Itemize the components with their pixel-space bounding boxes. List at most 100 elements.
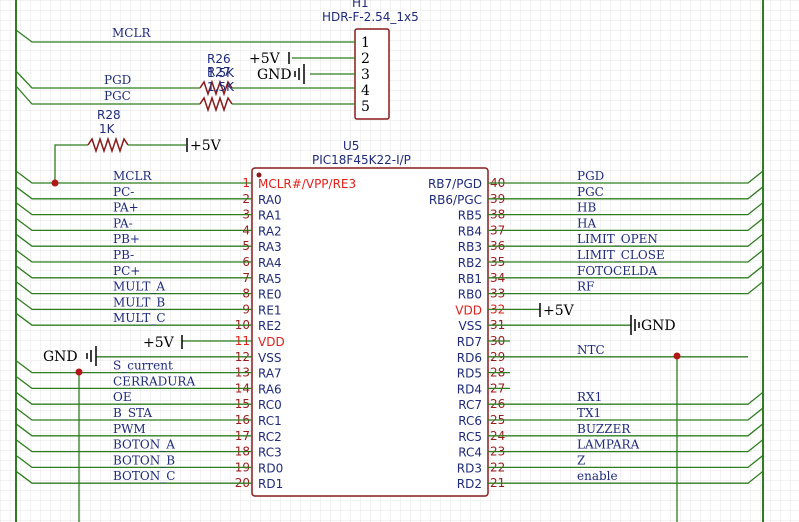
pin-name: RB7/PGD: [428, 177, 482, 191]
connector-net-mclr: MCLR: [112, 26, 151, 40]
ic-gnd-right-label: GND: [641, 318, 676, 334]
net-label: HB: [577, 201, 596, 215]
pin-name: RB0: [458, 288, 482, 302]
net-label: MULT_A: [113, 280, 165, 294]
net-label: PC+: [113, 264, 140, 278]
net-label: LAMPARA: [577, 438, 640, 452]
net-label: FOTOCELDA: [577, 264, 658, 278]
bus-lines: [15, 0, 764, 522]
connector-value: HDR-F-2.54_1x5: [322, 10, 419, 24]
junction-gnd: [75, 368, 83, 376]
net-label: BUZZER: [577, 422, 631, 436]
ic-vdd-left-symbol: +5V: [143, 335, 183, 351]
connector-net-pgc: PGC: [104, 89, 131, 103]
connector-vcc-label: +5V: [249, 51, 281, 67]
net-label: PB+: [113, 232, 140, 246]
net-label: BOTON_A: [113, 438, 175, 452]
resistor-r28[interactable]: +5V R28 1K: [54, 108, 222, 183]
pin-name: RA0: [258, 193, 282, 207]
connector-pin-5: 5: [361, 99, 370, 115]
ic-gnd-left-label: GND: [43, 349, 78, 365]
pin-name: RD1: [258, 477, 283, 491]
connector-ref: H1: [352, 0, 369, 10]
connector-net-pgd: PGD: [104, 73, 131, 87]
net-label: LIMIT_CLOSE: [577, 248, 665, 262]
pin-name: RD3: [457, 461, 482, 475]
net-label: MULT_C: [113, 311, 166, 325]
net-label: LIMIT_OPEN: [577, 232, 658, 246]
net-label: PA-: [113, 216, 133, 230]
net-label: CERRADURA: [113, 374, 195, 388]
net-label: Z: [577, 453, 585, 467]
ic-right-pins: 40RB7/PGDPGD39RB6/PGCPGC38RB5HB37RB4HA36…: [428, 169, 764, 491]
pin-name: RC0: [258, 398, 282, 412]
connector-power: +5V GND MCLR PGD PGC: [104, 26, 305, 103]
pin-name: RB2: [458, 256, 482, 270]
pin-name: RB3: [458, 240, 482, 254]
pin-name: RE2: [258, 319, 282, 333]
net-label: RF: [577, 280, 594, 294]
connector-pin-2: 2: [361, 51, 370, 67]
ic-pin1-marker: [256, 172, 262, 178]
connector-h1[interactable]: H1 HDR-F-2.54_1x5 1 2 3 4 5: [322, 0, 419, 120]
net-label: PB-: [113, 248, 134, 262]
connector-pin-3: 3: [361, 67, 370, 83]
ic-vdd-left-label: +5V: [143, 335, 175, 351]
pin-name: RD0: [258, 461, 283, 475]
net-label: NTC: [577, 343, 605, 357]
pin-name: RA4: [258, 256, 282, 270]
net-label: enable: [577, 469, 618, 483]
ic-u5[interactable]: U5 PIC18F45K22-I/P: [251, 139, 489, 497]
net-label: HA: [577, 216, 596, 230]
net-label: TX1: [577, 406, 601, 420]
pin-name: RD7: [457, 335, 482, 349]
resistor-r26[interactable]: R26 1.5K: [199, 52, 235, 97]
pin-name: RB5: [458, 209, 482, 223]
pin-name: RA6: [258, 382, 282, 396]
connector-pin-1: 1: [361, 35, 370, 51]
net-label: BOTON_C: [113, 469, 175, 483]
pin-name: RC7: [458, 398, 482, 412]
pin-name: RA7: [258, 367, 282, 381]
pin-name: RB4: [458, 224, 482, 238]
net-label: S_current: [113, 359, 173, 373]
junction-wires: [78, 356, 678, 522]
ic-vdd-right-label: +5V: [543, 303, 575, 319]
net-label: PA+: [113, 201, 139, 215]
resistor-r26-value: 1.5K: [207, 66, 235, 80]
pin-name: RE1: [258, 303, 282, 317]
resistor-r27[interactable]: R27 1.5K: [199, 65, 235, 113]
net-label: B_STA: [113, 406, 152, 420]
net-label: BOTON_B: [113, 453, 175, 467]
net-label: PGC: [577, 185, 604, 199]
net-label: RX1: [577, 390, 602, 404]
connector-pin-4: 4: [361, 83, 370, 99]
pin-name: RA2: [258, 224, 282, 238]
net-label: PC-: [113, 185, 134, 199]
net-label: PWM: [113, 422, 146, 436]
